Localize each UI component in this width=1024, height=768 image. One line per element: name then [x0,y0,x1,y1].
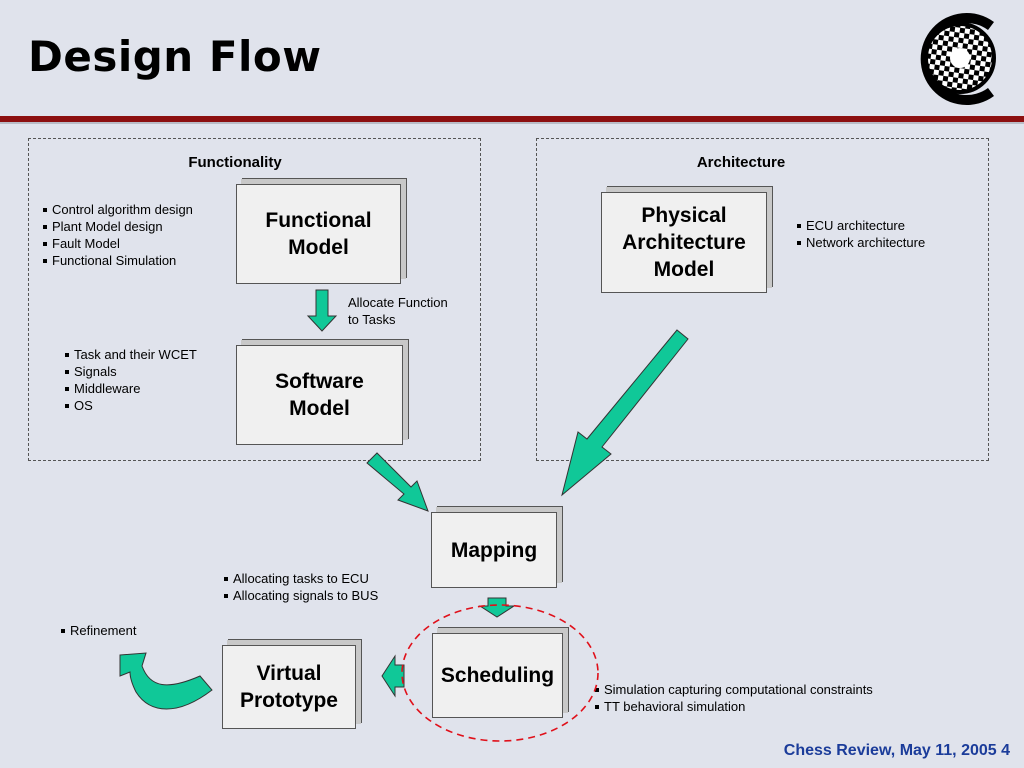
physical-model-line2: Architecture [622,231,746,254]
scheduling-bullet-list: Simulation capturing computational const… [594,681,873,715]
list-item-text: ECU architecture [806,218,905,233]
list-item: Functional Simulation [42,252,193,269]
list-item-text: Fault Model [52,236,120,251]
mapping-box: Mapping [431,512,557,588]
mapping-label: Mapping [450,538,538,562]
list-item: Control algorithm design [42,201,193,218]
list-item: Task and their WCET [64,346,197,363]
refinement-bullet-list: Refinement [60,622,136,639]
functional-model-box: Functional Model [236,184,401,284]
list-item: Refinement [60,622,136,639]
software-model-box: Software Model [236,345,403,445]
list-item: Fault Model [42,235,193,252]
list-item-text: Functional Simulation [52,253,177,268]
functional-bullet-list: Control algorithm design Plant Model des… [42,201,193,269]
software-model-line1: Software [275,370,364,393]
mapping-bullet-list: Allocating tasks to ECU Allocating signa… [223,570,378,604]
functional-model-line1: Functional [265,209,372,232]
arrow-mapping-to-scheduling [478,597,516,618]
list-item-text: Simulation capturing computational const… [604,682,873,697]
functionality-title: Functionality [188,154,282,171]
list-item: ECU architecture [796,217,925,234]
chess-logo [920,13,996,106]
title-rule-shadow [0,122,1024,124]
list-item: Allocating signals to BUS [223,587,378,604]
list-item-text: Network architecture [806,235,926,250]
physical-architecture-model-box: Physical Architecture Model [601,192,767,293]
slide-title: Design Flow [28,32,322,81]
allocate-note-line2: to Tasks [348,312,396,327]
architecture-group [536,138,989,461]
list-item: Simulation capturing computational const… [594,681,873,698]
virtual-prototype-line2: Prototype [239,689,338,712]
scheduling-box: Scheduling [432,633,563,718]
list-item: OS [64,397,197,414]
arrow-scheduling-to-virtual-prototype [381,654,405,698]
list-item-text: Control algorithm design [52,202,193,217]
functionality-group [28,138,481,461]
list-item-text: Allocating tasks to ECU [233,571,369,586]
arrow-software-to-mapping [366,452,429,512]
physical-model-line1: Physical [641,204,727,227]
architecture-bullet-list: ECU architecture Network architecture [796,217,925,251]
list-item-text: TT behavioral simulation [604,699,746,714]
list-item-text: Middleware [74,381,141,396]
list-item-text: OS [74,398,93,413]
list-item-text: Refinement [70,623,137,638]
list-item: Signals [64,363,197,380]
virtual-prototype-line1: Virtual [256,662,322,685]
software-model-line2: Model [289,397,350,420]
functional-model-line2: Model [288,236,349,259]
physical-model-line3: Model [653,258,715,281]
list-item: Allocating tasks to ECU [223,570,378,587]
refinement-curved-arrow [119,652,213,710]
list-item-text: Plant Model design [52,219,163,234]
list-item: Plant Model design [42,218,193,235]
list-item: Network architecture [796,234,925,251]
slide-footer: Chess Review, May 11, 2005 4 [783,742,1010,759]
virtual-prototype-box: Virtual Prototype [222,645,356,729]
list-item: Middleware [64,380,197,397]
list-item-text: Allocating signals to BUS [233,588,379,603]
scheduling-label: Scheduling [440,664,555,687]
architecture-title: Architecture [696,154,786,171]
list-item-text: Task and their WCET [74,347,197,362]
allocate-note-line1: Allocate Function [348,295,448,310]
title-rule [0,116,1024,122]
allocate-function-note: Allocate Function to Tasks [348,294,448,328]
list-item-text: Signals [74,364,117,379]
software-bullet-list: Task and their WCET Signals Middleware O… [64,346,197,414]
list-item: TT behavioral simulation [594,698,873,715]
